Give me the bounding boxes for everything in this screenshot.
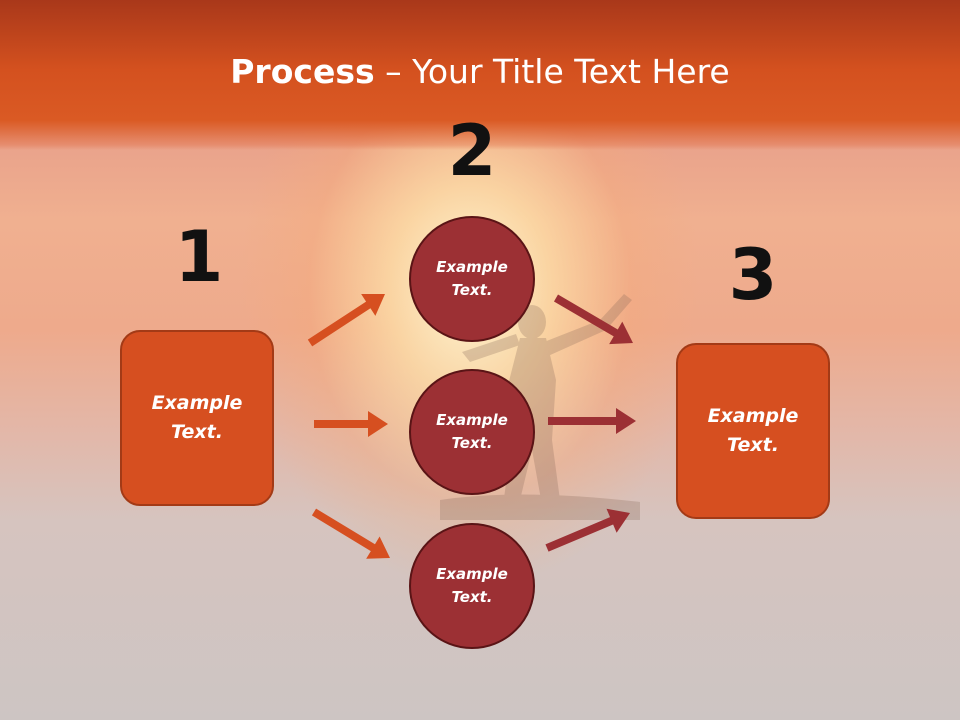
- step-1-text: Example Text.: [151, 392, 243, 443]
- arrow-1-to-middle: [314, 411, 388, 437]
- step-number-3: 3: [728, 234, 778, 316]
- step-2-circle-middle: Example Text.: [409, 369, 535, 495]
- circle-bottom-text: Example Text.: [436, 565, 508, 606]
- step-2-circle-bottom: Example Text.: [409, 523, 535, 649]
- circle-top-text: Example Text.: [436, 258, 508, 299]
- step-3-text: Example Text.: [707, 405, 799, 456]
- arrow-1-to-bottom: [311, 508, 390, 559]
- title-bold: Process: [230, 52, 375, 91]
- slide-title: Process – Your Title Text Here: [0, 52, 960, 91]
- header-band: [0, 0, 960, 150]
- arrow-bottom-to-3: [545, 508, 630, 552]
- step-3-box: Example Text.: [676, 343, 830, 519]
- title-rest: – Your Title Text Here: [374, 52, 730, 91]
- circle-middle-text: Example Text.: [436, 411, 508, 452]
- arrow-middle-to-3: [548, 408, 636, 434]
- step-number-1: 1: [174, 216, 224, 298]
- arrow-top-to-3: [553, 294, 633, 345]
- step-number-2: 2: [447, 110, 497, 192]
- step-1-box: Example Text.: [120, 330, 274, 506]
- arrow-1-to-top: [307, 294, 385, 347]
- step-2-circle-top: Example Text.: [409, 216, 535, 342]
